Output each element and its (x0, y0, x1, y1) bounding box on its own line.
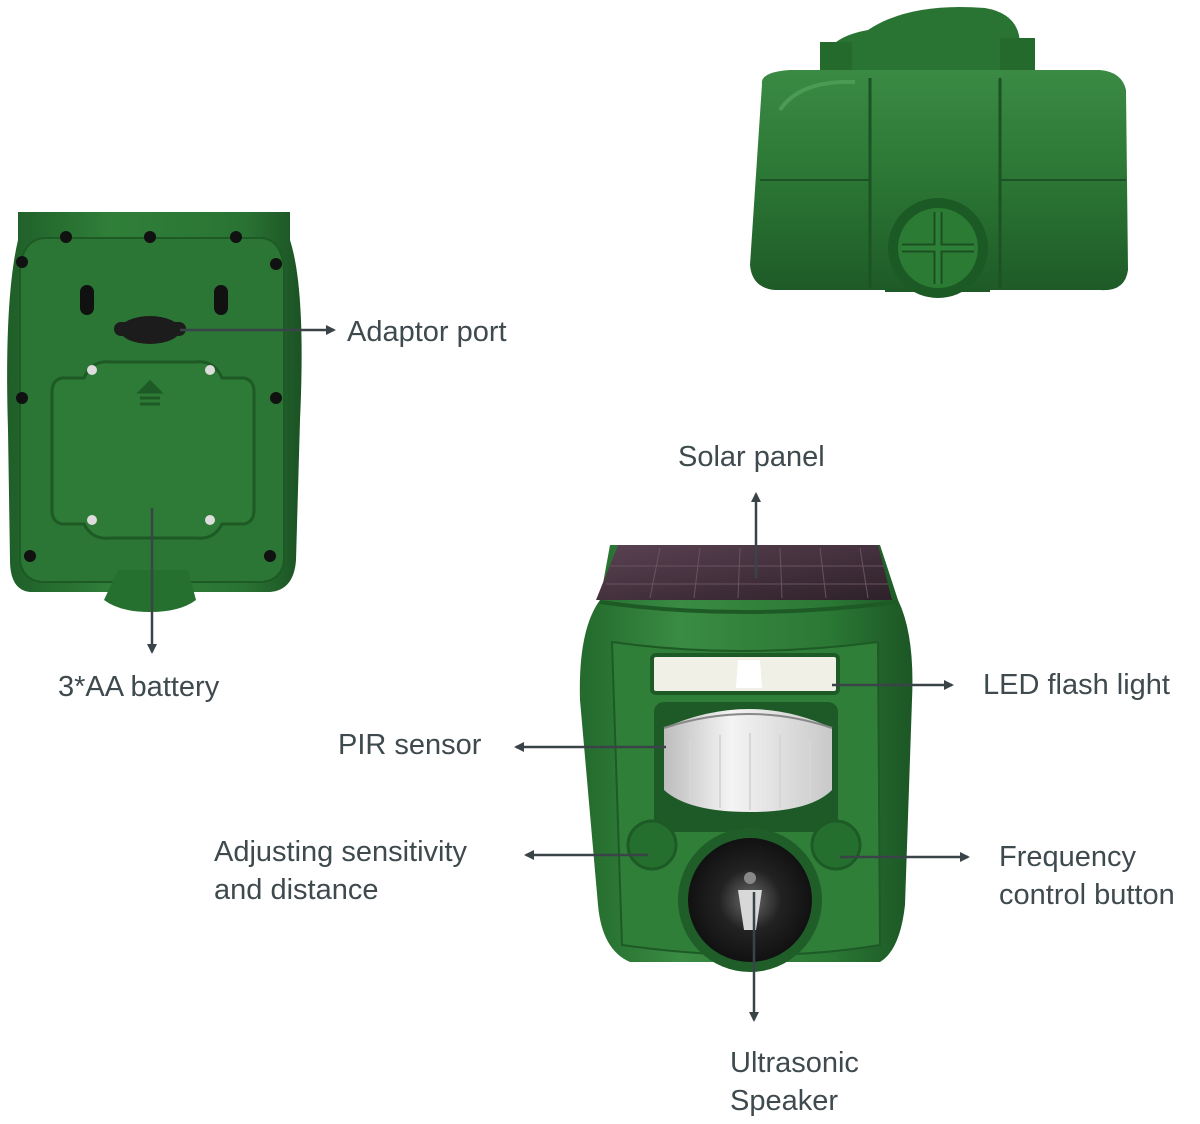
label-sensitivity-line1: Adjusting sensitivity (214, 836, 468, 868)
label-frequency-line2: control button (999, 879, 1175, 911)
label-pir-sensor: PIR sensor (338, 729, 482, 761)
label-sensitivity: Adjusting sensitivity and distance (214, 833, 467, 909)
label-battery: 3*AA battery (58, 671, 220, 703)
pir-sensor (664, 709, 832, 812)
label-frequency-line1: Frequency (999, 841, 1137, 873)
label-led-flash-light: LED flash light (983, 669, 1170, 701)
label-solar-panel: Solar panel (678, 441, 825, 473)
label-speaker-line2: Speaker (730, 1085, 839, 1117)
solar-panel (596, 545, 892, 600)
label-speaker: Ultrasonic Speaker (730, 1044, 859, 1120)
label-sensitivity-line2: and distance (214, 874, 379, 906)
device-front-view (579, 545, 913, 972)
sensitivity-knob (626, 819, 678, 871)
label-adaptor-port: Adaptor port (347, 316, 507, 348)
device-back-view (7, 212, 302, 612)
device-top-view (750, 6, 1128, 298)
arrows (147, 325, 970, 1022)
label-speaker-line1: Ultrasonic (730, 1047, 859, 1079)
label-frequency: Frequency control button (999, 838, 1175, 914)
frequency-button (810, 819, 862, 871)
